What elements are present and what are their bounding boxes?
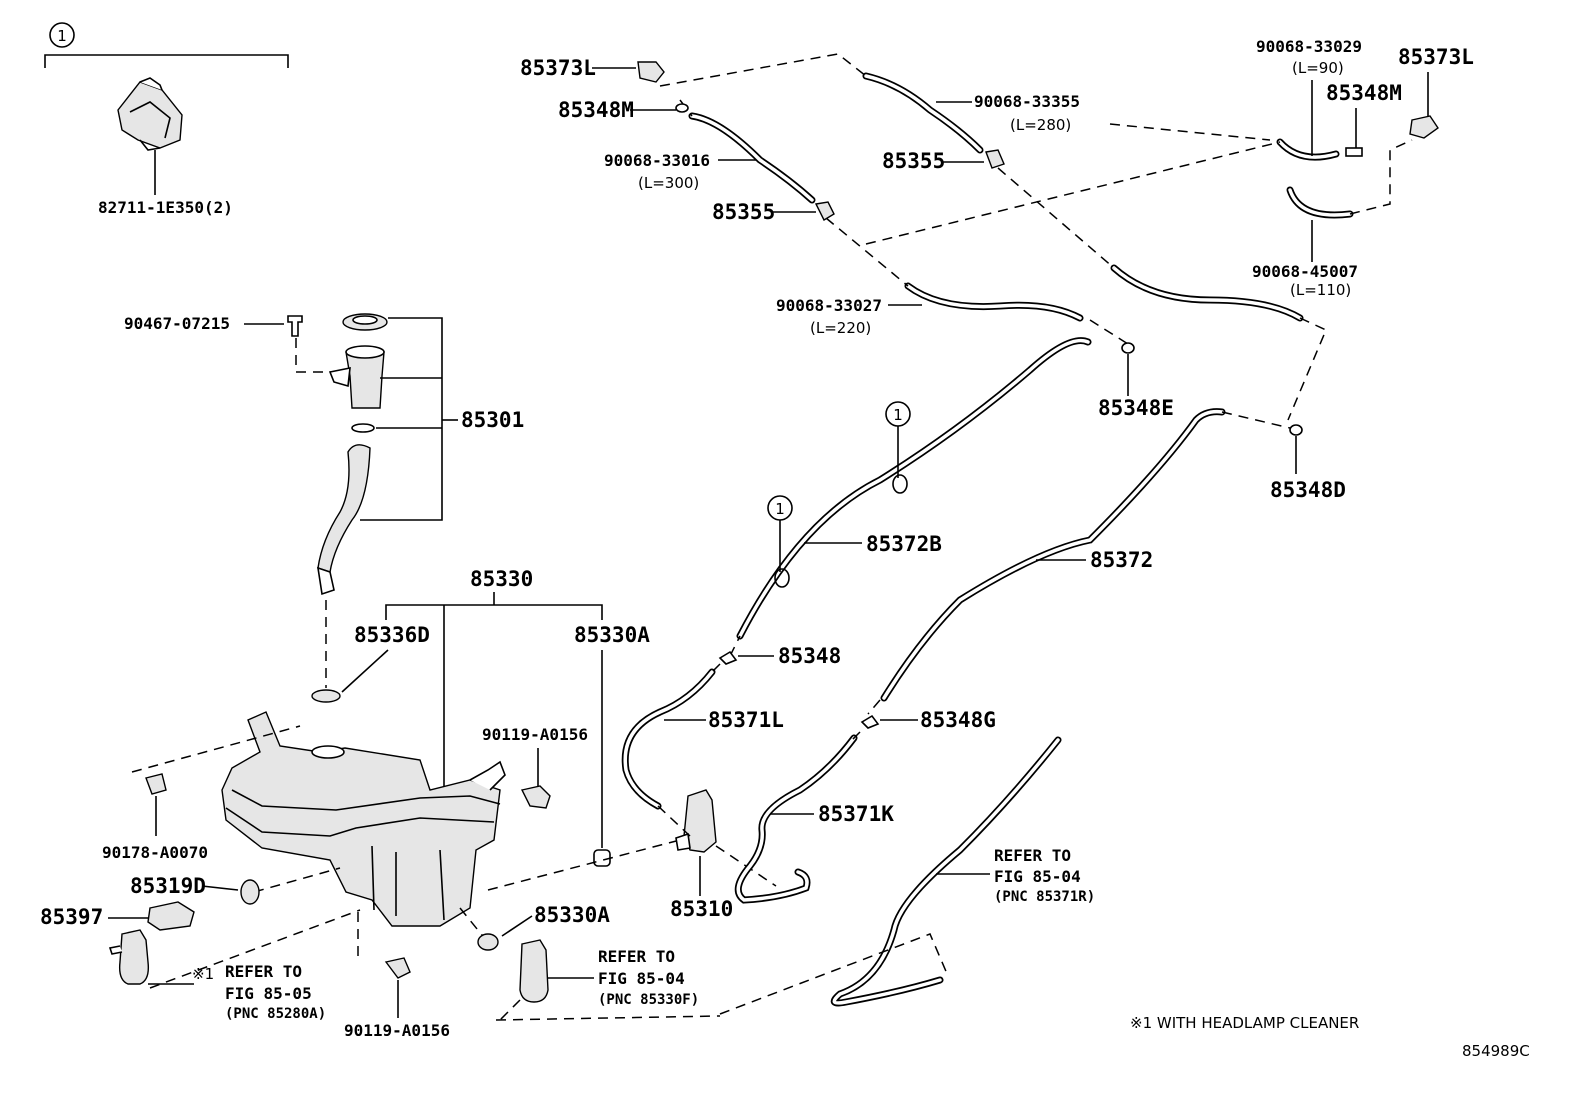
ref-b-line3[interactable]: (PNC 85330F) [598, 992, 699, 1008]
inset-bracket [44, 54, 289, 68]
label-90068-33027-len[interactable]: (L=220) [810, 319, 871, 337]
ref-a-line2[interactable]: FIG 85-05 [225, 984, 312, 1003]
grommet-bot-part [477, 933, 499, 951]
bolt-bottom-icon [384, 957, 411, 979]
tank-small-parts: 90178-A0070 85319D 85397 ※1 REFER TO FIG… [40, 773, 326, 1022]
joint-m-b-part [1345, 147, 1363, 157]
label-85373L-b[interactable]: 85373L [1398, 45, 1474, 69]
nozzle-a-part [637, 61, 665, 83]
top-connectors: 85373L 85348M 90068-33016 (L=300) 85355 … [520, 37, 1474, 502]
label-85348E[interactable]: 85348E [1098, 396, 1174, 420]
label-85371L[interactable]: 85371L [708, 708, 784, 732]
label-85372[interactable]: 85372 [1090, 548, 1153, 572]
hose-90068-33027 [904, 282, 1084, 322]
ref-b-line2[interactable]: FIG 85-04 [598, 969, 685, 988]
ref-a-line1[interactable]: REFER TO [225, 962, 302, 981]
joint-85348-part [718, 650, 738, 665]
hose-90068-33355 [862, 72, 984, 154]
marker-number: 1 [57, 27, 67, 45]
label-90068-33016[interactable]: 90068-33016 [604, 151, 710, 170]
label-90178[interactable]: 90178-A0070 [102, 843, 208, 862]
label-90068-33355[interactable]: 90068-33355 [974, 92, 1080, 111]
label-90068-33355-len[interactable]: (L=280) [1010, 116, 1071, 134]
bolt-top-icon [520, 785, 551, 809]
tank-body [221, 711, 501, 927]
diagram-code: 854989C [1462, 1042, 1530, 1060]
inlet-assembly: 90467-07215 85301 [124, 313, 524, 688]
label-85348M-a[interactable]: 85348M [558, 98, 634, 122]
hose-85371L [621, 668, 716, 810]
joint-d-part [1289, 424, 1303, 436]
label-85330[interactable]: 85330 [470, 567, 533, 591]
label-85310[interactable]: 85310 [670, 897, 733, 921]
hose-90068-33016 [688, 112, 816, 204]
hose-85372B [736, 337, 1092, 640]
symbol-note: ※1 [192, 965, 214, 983]
grommet-part [311, 689, 341, 703]
inset-group: 1 82711-1E350(2) [44, 22, 289, 217]
headlamp-pump-part [118, 929, 150, 985]
label-85336D[interactable]: 85336D [354, 623, 430, 647]
joint-e-part [1121, 342, 1135, 354]
footnote: ※1 WITH HEADLAMP CLEANER [1130, 1014, 1359, 1032]
label-85330A-bot[interactable]: 85330A [534, 903, 610, 927]
hose-labels: 1 1 85372B 85372 85348 85348G 85371L 853… [664, 401, 1153, 905]
marker-number-c: 1 [775, 500, 785, 518]
label-90068-33027[interactable]: 90068-33027 [776, 296, 882, 315]
hoses [621, 72, 1354, 1015]
ref-c-line1[interactable]: REFER TO [994, 846, 1071, 865]
ref-c-line3[interactable]: (PNC 85371R) [994, 889, 1095, 905]
label-85397[interactable]: 85397 [40, 905, 103, 929]
label-90068-33029-len[interactable]: (L=90) [1292, 59, 1344, 77]
label-90119-top[interactable]: 90119-A0156 [482, 725, 588, 744]
label-85372B[interactable]: 85372B [866, 532, 942, 556]
label-85348[interactable]: 85348 [778, 644, 841, 668]
nozzle-b-part [1409, 115, 1439, 139]
ref-b-line1[interactable]: REFER TO [598, 947, 675, 966]
grommet-small-part [593, 849, 611, 867]
label-90068-45007-len[interactable]: (L=110) [1290, 281, 1351, 299]
label-85319D[interactable]: 85319D [130, 874, 206, 898]
label-85330A-top[interactable]: 85330A [574, 623, 650, 647]
bolt-icon [287, 315, 303, 337]
bolt-group: 90119-A0156 90119-A0156 85330A [344, 725, 610, 1040]
clip-part [117, 77, 183, 151]
label-85373L-a[interactable]: 85373L [520, 56, 596, 80]
label-90119-bot[interactable]: 90119-A0156 [344, 1021, 450, 1040]
label-85348D[interactable]: 85348D [1270, 478, 1346, 502]
marker-number-b: 1 [893, 406, 903, 424]
label-85371K[interactable]: 85371K [818, 802, 894, 826]
label-90068-33029[interactable]: 90068-33029 [1256, 37, 1362, 56]
filler-pipe-part [317, 444, 371, 573]
connector-part [147, 901, 195, 931]
pump-ref-part [519, 939, 549, 1003]
tank-assembly: 85330 85336D 85330A [131, 567, 681, 989]
check-valve-a-part [814, 201, 835, 221]
label-82711[interactable]: 82711-1E350(2) [98, 198, 233, 217]
marker-circle [49, 22, 75, 48]
label-85355-b[interactable]: 85355 [882, 149, 945, 173]
ref-c-line2[interactable]: FIG 85-04 [994, 867, 1081, 886]
label-85348M-b[interactable]: 85348M [1326, 81, 1402, 105]
clip-small-part [145, 773, 167, 795]
label-85348G[interactable]: 85348G [920, 708, 996, 732]
label-90068-33016-len[interactable]: (L=300) [638, 174, 699, 192]
check-valve-b-part [985, 149, 1005, 169]
pump-ref-group: REFER TO FIG 85-04 (PNC 85330F) [495, 939, 721, 1021]
label-85355-a[interactable]: 85355 [712, 200, 775, 224]
seal-part [240, 879, 260, 905]
joint-a-part [675, 103, 689, 113]
ring-part [351, 423, 375, 433]
ref-a-line3[interactable]: (PNC 85280A) [225, 1006, 326, 1022]
label-90068-45007[interactable]: 90068-45007 [1252, 262, 1358, 281]
label-90467[interactable]: 90467-07215 [124, 314, 230, 333]
joint-g-part [860, 714, 880, 729]
label-85301[interactable]: 85301 [461, 408, 524, 432]
